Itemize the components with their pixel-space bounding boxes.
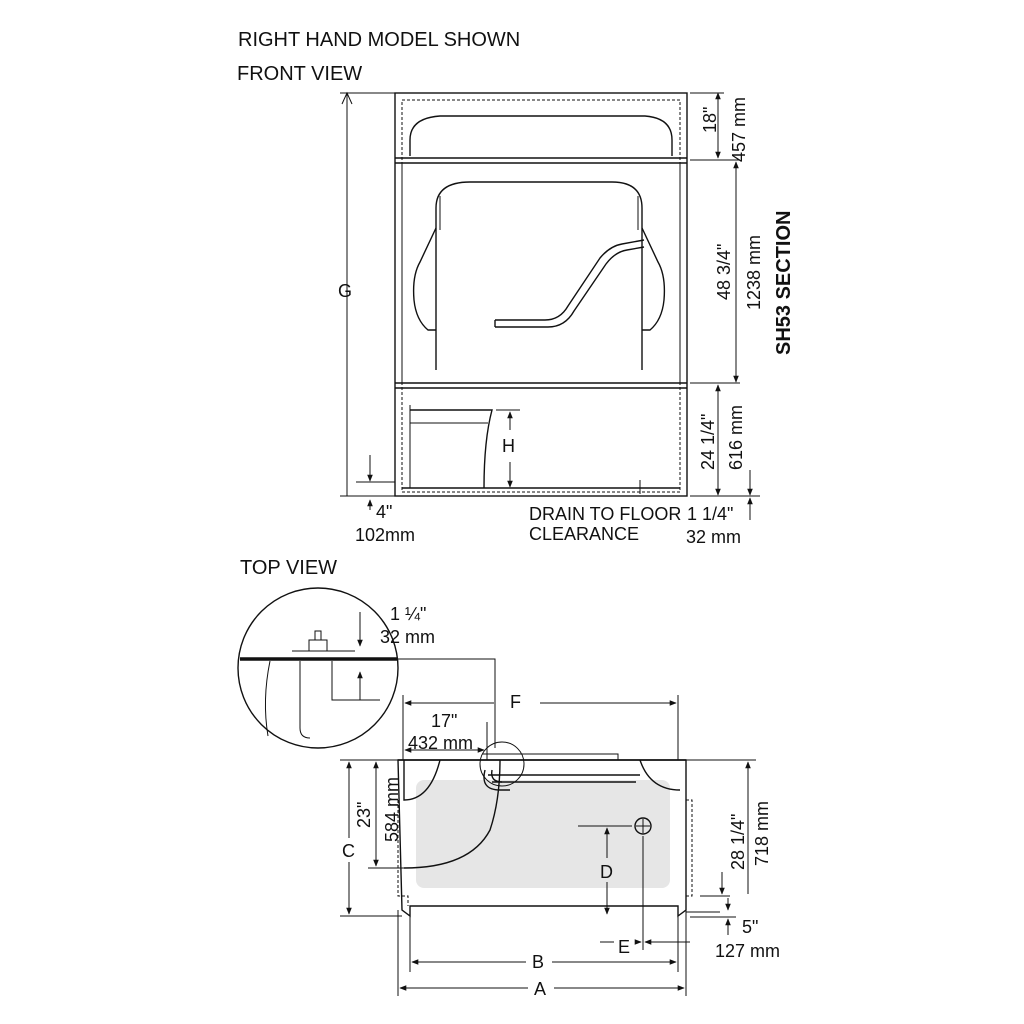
label-b: B bbox=[532, 952, 544, 972]
floor-area bbox=[416, 780, 670, 888]
left-shelf bbox=[412, 227, 437, 331]
drain-offset-mm: 127 mm bbox=[715, 941, 780, 961]
base-dim-in: 4" bbox=[376, 502, 392, 522]
front-view: G 4" 102mm H 18" 457 mm 48 3/4" 1238 mm … bbox=[338, 91, 764, 547]
seat-dim-mm: 432 mm bbox=[408, 733, 473, 753]
right-shelf bbox=[641, 227, 666, 331]
detail-circle bbox=[237, 587, 399, 749]
drain-label-line1: DRAIN TO FLOOR bbox=[529, 504, 681, 524]
top-dim-mm: 457 mm bbox=[729, 97, 749, 162]
low-dim-in: 24 1/4" bbox=[698, 414, 718, 470]
drain-label-line2: CLEARANCE bbox=[529, 524, 639, 544]
label-f: F bbox=[510, 692, 521, 712]
label-g: G bbox=[338, 281, 352, 301]
label-h: H bbox=[502, 436, 515, 456]
right-dim-mm: 718 mm bbox=[752, 801, 772, 866]
low-dim-mm: 616 mm bbox=[726, 405, 746, 470]
label-e: E bbox=[618, 937, 630, 957]
grab-bar bbox=[495, 239, 645, 321]
depth-dim-mm: 584 mm bbox=[382, 777, 402, 842]
seat bbox=[410, 409, 493, 489]
label-a: A bbox=[534, 979, 546, 999]
base-dim-mm: 102mm bbox=[355, 525, 415, 545]
top-view-title: TOP VIEW bbox=[240, 557, 337, 579]
top-view-outline bbox=[397, 759, 687, 918]
unit-outline bbox=[394, 92, 688, 497]
drain-dim-mm: 32 mm bbox=[686, 527, 741, 547]
mid-dim-in: 48 3/4" bbox=[714, 244, 734, 300]
section-title: SH53 SECTION bbox=[773, 211, 795, 355]
mid-dim-mm: 1238 mm bbox=[744, 235, 764, 310]
drain-offset-in: 5" bbox=[742, 917, 758, 937]
model-title: RIGHT HAND MODEL SHOWN bbox=[238, 29, 520, 51]
top-section-arch bbox=[409, 115, 673, 156]
detail-dim-in: 1 ¼" bbox=[390, 604, 426, 624]
detail-marker-circle bbox=[479, 741, 525, 787]
seat-dim-in: 17" bbox=[431, 711, 457, 731]
label-d: D bbox=[600, 862, 613, 882]
depth-dim-in: 23" bbox=[354, 802, 374, 828]
front-view-title: FRONT VIEW bbox=[237, 63, 362, 85]
top-view: 1 ¼" 32 mm F 17" bbox=[237, 587, 780, 999]
label-c: C bbox=[342, 841, 355, 861]
back-panel bbox=[435, 181, 643, 370]
top-dim-in: 18" bbox=[700, 107, 720, 133]
detail-dim-mm: 32 mm bbox=[380, 627, 435, 647]
drain bbox=[634, 817, 652, 835]
right-dim-in: 28 1/4" bbox=[728, 814, 748, 870]
drain-dim-in: 1 1/4" bbox=[687, 504, 733, 524]
